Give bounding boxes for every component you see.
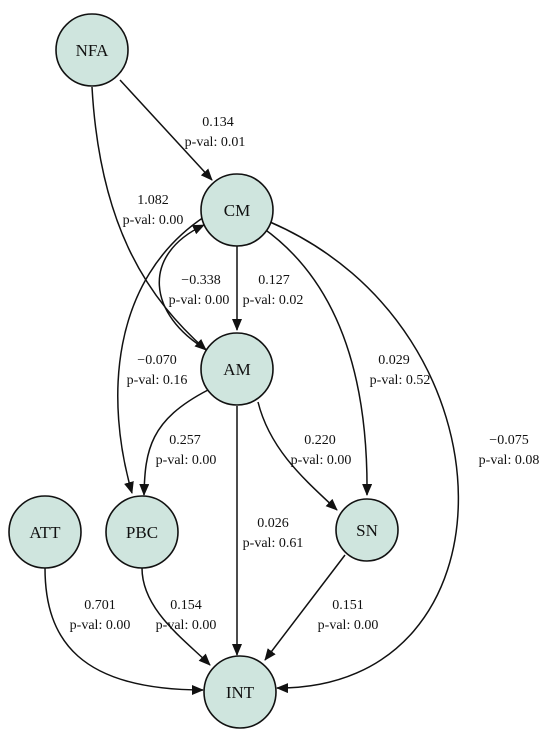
pval-label: p-val: 0.00 xyxy=(156,618,217,633)
node-circle xyxy=(105,495,179,569)
edge-label-sn-int: 0.151 p-val: 0.00 xyxy=(318,598,379,633)
node-label: CM xyxy=(224,201,250,220)
pval-label: p-val: 0.00 xyxy=(156,453,217,468)
node-sn: SN xyxy=(335,498,399,562)
edge-label-am-sn: 0.220 p-val: 0.00 xyxy=(291,433,352,468)
edge-label-cm-pbc: −0.070 p-val: 0.16 xyxy=(127,353,188,388)
edge-cm-sn xyxy=(262,227,373,496)
pval-label: p-val: 0.00 xyxy=(70,618,131,633)
edge-label-am-int: 0.026 p-val: 0.61 xyxy=(243,516,304,551)
node-int: INT xyxy=(203,655,277,729)
pval-label: p-val: 0.00 xyxy=(123,213,184,228)
pval-label: p-val: 0.00 xyxy=(169,293,230,308)
node-circle xyxy=(335,498,399,562)
edge-cm-pbc xyxy=(117,216,205,494)
coef-label: 0.220 xyxy=(304,433,336,448)
edge-cm-int xyxy=(269,221,460,694)
edge-labels: 0.134 p-val: 0.01 1.082 p-val: 0.00 −0.3… xyxy=(70,115,540,633)
coef-label: 0.257 xyxy=(169,433,201,448)
edge-label-cm-int: −0.075 p-val: 0.08 xyxy=(479,433,540,468)
pval-label: p-val: 0.52 xyxy=(370,373,431,388)
node-nfa: NFA xyxy=(55,13,129,87)
pval-label: p-val: 0.61 xyxy=(243,536,304,551)
pval-label: p-val: 0.16 xyxy=(127,373,188,388)
edge-am-sn xyxy=(257,401,338,511)
coef-label: 0.701 xyxy=(84,598,116,613)
edge-label-am-pbc: 0.257 p-val: 0.00 xyxy=(156,433,217,468)
edge-label-nfa-am: 1.082 p-val: 0.00 xyxy=(123,193,184,228)
pval-label: p-val: 0.02 xyxy=(243,293,304,308)
node-label: SN xyxy=(356,521,378,540)
edge-nfa-am xyxy=(91,86,207,351)
edge-sn-int xyxy=(264,554,346,661)
nodes: NFA CM AM ATT PBC SN INT xyxy=(8,13,399,729)
node-circle xyxy=(200,332,274,406)
coef-label: −0.075 xyxy=(489,433,528,448)
pval-label: p-val: 0.01 xyxy=(185,135,246,150)
node-pbc: PBC xyxy=(105,495,179,569)
node-cm: CM xyxy=(200,173,274,247)
edge-nfa-cm xyxy=(119,79,213,181)
coef-label: −0.070 xyxy=(137,353,176,368)
node-circle xyxy=(55,13,129,87)
node-circle xyxy=(203,655,277,729)
pval-label: p-val: 0.00 xyxy=(318,618,379,633)
coef-label: −0.338 xyxy=(181,273,220,288)
node-am: AM xyxy=(200,332,274,406)
node-att: ATT xyxy=(8,495,82,569)
edge-am-cm xyxy=(158,224,208,351)
node-label: INT xyxy=(226,683,255,702)
node-label: NFA xyxy=(76,41,109,60)
coef-label: 1.082 xyxy=(137,193,169,208)
node-label: AM xyxy=(223,360,250,379)
edge-label-pbc-int: 0.154 p-val: 0.00 xyxy=(156,598,217,633)
node-circle xyxy=(8,495,82,569)
edge-am-pbc xyxy=(139,389,209,496)
node-label: PBC xyxy=(126,523,158,542)
coef-label: 0.154 xyxy=(170,598,202,613)
edge-label-am-cm: −0.338 p-val: 0.00 xyxy=(169,273,230,308)
edge-label-cm-am: 0.127 p-val: 0.02 xyxy=(243,273,304,308)
edge-label-att-int: 0.701 p-val: 0.00 xyxy=(70,598,131,633)
coef-label: 0.026 xyxy=(257,516,289,531)
pval-label: p-val: 0.08 xyxy=(479,453,540,468)
edge-att-int xyxy=(44,567,204,695)
node-label: ATT xyxy=(29,523,61,542)
coef-label: 0.134 xyxy=(202,115,234,130)
edges xyxy=(44,79,460,695)
edge-label-cm-sn: 0.029 p-val: 0.52 xyxy=(370,353,431,388)
edge-pbc-int xyxy=(141,567,211,666)
edge-label-nfa-cm: 0.134 p-val: 0.01 xyxy=(185,115,246,150)
coef-label: 0.151 xyxy=(332,598,364,613)
coef-label: 0.127 xyxy=(258,273,290,288)
coef-label: 0.029 xyxy=(378,353,410,368)
node-circle xyxy=(200,173,274,247)
pval-label: p-val: 0.00 xyxy=(291,453,352,468)
